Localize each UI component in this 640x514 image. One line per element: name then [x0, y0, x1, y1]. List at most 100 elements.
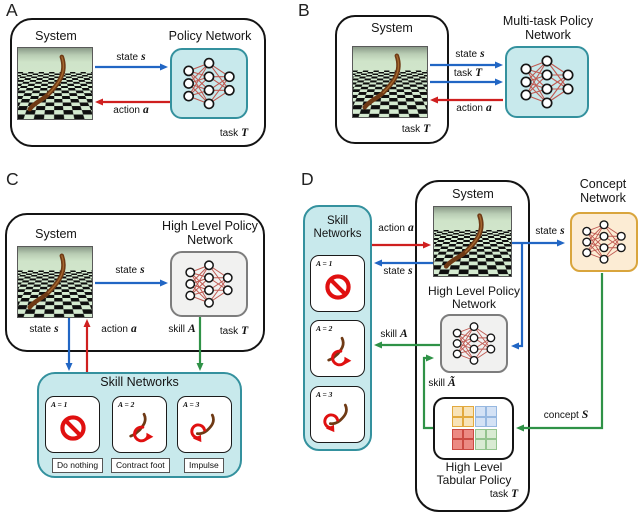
network-icon: [582, 220, 626, 264]
title-line: Concept: [579, 177, 627, 191]
title-line: Multi-task Policy: [502, 14, 594, 28]
impulse-icon: [189, 414, 215, 443]
tabular-cell: [475, 406, 487, 417]
tabular-cell: [462, 428, 474, 440]
label-var: T: [423, 123, 431, 135]
label-text: state: [383, 266, 406, 277]
title-line: High Level: [445, 460, 503, 474]
label-text: task: [453, 68, 473, 79]
skill-card-a2: A = 2: [310, 320, 365, 377]
high-level-policy-network-title: High Level Policy Network: [426, 285, 522, 311]
title-line: High Level Policy: [427, 284, 521, 298]
label-text: concept: [543, 410, 579, 421]
tabular-cell: [486, 416, 497, 428]
tabular-cell: [486, 428, 497, 440]
worm-icon: [27, 253, 66, 310]
contract-foot-icon: [326, 337, 351, 367]
label-text: state: [455, 49, 478, 60]
policy-network-title: Policy Network: [168, 29, 252, 43]
system-title: System: [452, 187, 494, 201]
tabular-cell: [452, 416, 463, 428]
label-text: action: [101, 324, 128, 335]
high-level-policy-network-box: [170, 251, 248, 317]
label-var: s: [54, 323, 59, 335]
skill-card-label: A = 3: [316, 390, 333, 399]
panel-c-label: C: [6, 169, 19, 189]
tabular-cell: [486, 439, 497, 450]
label-var: a: [142, 104, 149, 116]
panel-d-label: D: [301, 169, 314, 189]
panel-b-label: B: [298, 0, 310, 20]
system-title: System: [371, 21, 413, 35]
system-image: [433, 206, 512, 277]
label-var: A: [188, 323, 196, 335]
tabular-cell: [462, 439, 474, 450]
label-text: action: [456, 103, 483, 114]
high-level-policy-network-box: [440, 314, 508, 373]
title-line: Tabular Policy: [436, 473, 512, 487]
tabular-cell: [486, 406, 497, 417]
worm-icon: [443, 213, 484, 269]
title-line: High Level Policy: [162, 219, 258, 233]
worm-icon: [27, 54, 66, 112]
tabular-cell: [475, 416, 487, 428]
network-icon: [452, 322, 496, 365]
skill-card-a3: A = 3: [310, 386, 365, 443]
label-var: s: [560, 225, 565, 237]
system-title: System: [35, 227, 77, 241]
tabular-quadrant-bottom-right: [475, 428, 497, 450]
skill-card-label: A = 2: [118, 400, 135, 409]
label-text: task: [489, 489, 509, 500]
label-var: S: [581, 409, 589, 421]
label-var: T: [241, 325, 249, 337]
label-var: s: [140, 264, 145, 276]
no-symbol-icon: [324, 274, 351, 301]
skill-card-label: A = 3: [183, 400, 200, 409]
concept-network-title: Concept Network: [564, 177, 640, 205]
impulse-icon: [322, 404, 348, 433]
worm-icon: [362, 53, 401, 110]
title-line: Skill: [326, 215, 349, 227]
panel-a-label: A: [6, 0, 18, 20]
label-var: s: [480, 48, 485, 60]
contract-foot-icon: [128, 413, 153, 443]
system-image: [17, 47, 93, 120]
label-var: T: [475, 67, 483, 79]
skill-card-a1: A = 1: [310, 255, 365, 312]
arrow-concept-d: [516, 273, 604, 432]
high-level-tabular-policy-title: High Level Tabular Policy: [424, 461, 524, 487]
no-symbol-icon: [322, 270, 353, 304]
skill-card-a2: A = 2: [112, 396, 167, 453]
contract-foot-icon: [124, 411, 155, 445]
network-icon: [520, 55, 574, 109]
skill-card-label: A = 2: [316, 324, 333, 333]
impulse-icon: [189, 411, 220, 445]
tabular-quadrant-top-right: [475, 406, 497, 428]
tabular-cell: [452, 406, 463, 417]
skill-networks-title: Skill Networks: [303, 215, 372, 241]
title-line: Network: [525, 27, 571, 42]
title-line: Networks: [313, 228, 362, 240]
label-text: action: [113, 105, 140, 116]
tabular-cell: [462, 416, 474, 428]
skill-caption-impulse: Impulse: [184, 458, 224, 473]
network-icon: [185, 260, 233, 308]
tabular-quadrant-bottom-left: [452, 428, 474, 450]
label-text: action: [378, 223, 405, 234]
label-text: state: [116, 52, 139, 63]
title-line: Network: [451, 297, 496, 311]
